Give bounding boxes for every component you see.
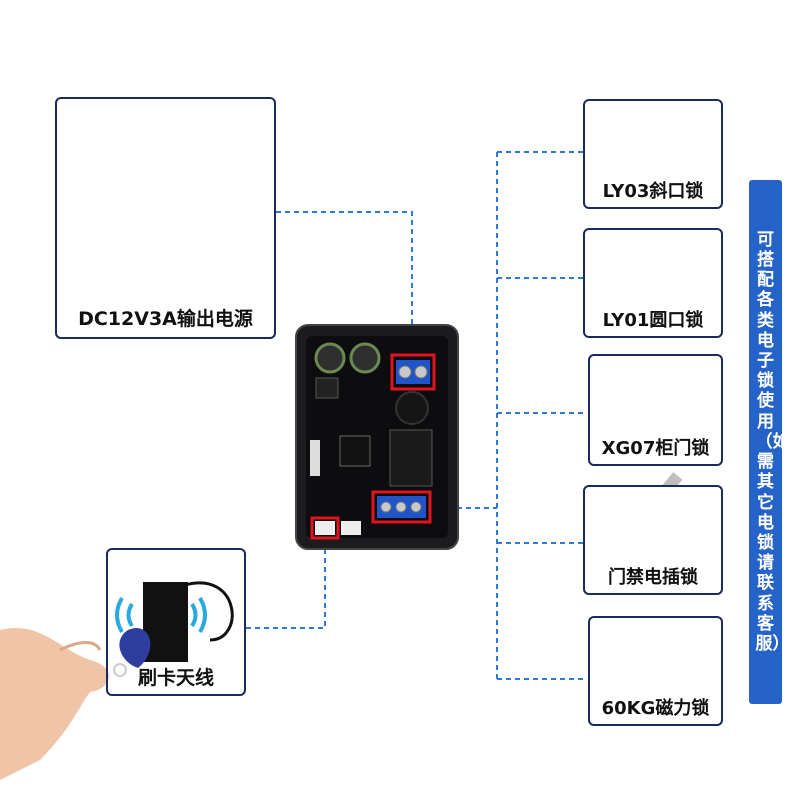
power-connector-line [276,211,413,356]
buzzer [395,391,429,425]
lock-electric-bolt-label: 门禁电插锁 [608,567,698,588]
rfid-reader-illustration [113,581,234,677]
controller-board [295,324,459,550]
lock-ly01-label: LY01圆口锁 [602,310,704,331]
lock-card-magnetic: 60KG磁力锁 [588,616,723,726]
reader-connector-line [246,544,326,629]
reader-connector-highlight [310,516,340,540]
relay [389,429,433,487]
power-supply-label: DC12V3A输出电源 [78,308,253,330]
reader-connector [315,521,335,535]
side-connector [310,440,320,476]
reader-pad [143,582,188,662]
mcu-chip [339,435,371,467]
rfid-keyfob [119,628,151,668]
compatibility-note: 可搭配各类电子锁使用（如需其它电锁请联系客服） [755,229,790,654]
lock-card-ly01: LY01圆口锁 [583,228,723,338]
lock-xg07-label: XG07柜门锁 [601,438,710,459]
bottom-terminal-highlight [371,490,432,524]
lock-card-ly03: LY03斜口锁 [583,99,723,209]
power-supply-card: DC12V3A输出电源 [55,97,276,339]
capacitor-1 [314,342,346,374]
rfid-reader-label: 刷卡天线 [137,667,214,689]
compatibility-sidebar: 可搭配各类电子锁使用（如需其它电锁请联系客服） [749,180,790,704]
capacitor-2 [349,342,381,374]
aux-connector [341,521,361,535]
inductor [315,377,339,399]
lock-card-electric-bolt: 门禁电插锁 [583,485,723,595]
lock-card-xg07: XG07柜门锁 [588,354,723,466]
rfid-reader-card: 刷卡天线 [106,548,246,696]
hand-illustration [0,627,109,780]
lock-ly03-label: LY03斜口锁 [602,181,704,202]
top-terminal-highlight [390,353,436,391]
lock-magnetic-label: 60KG磁力锁 [601,698,710,719]
